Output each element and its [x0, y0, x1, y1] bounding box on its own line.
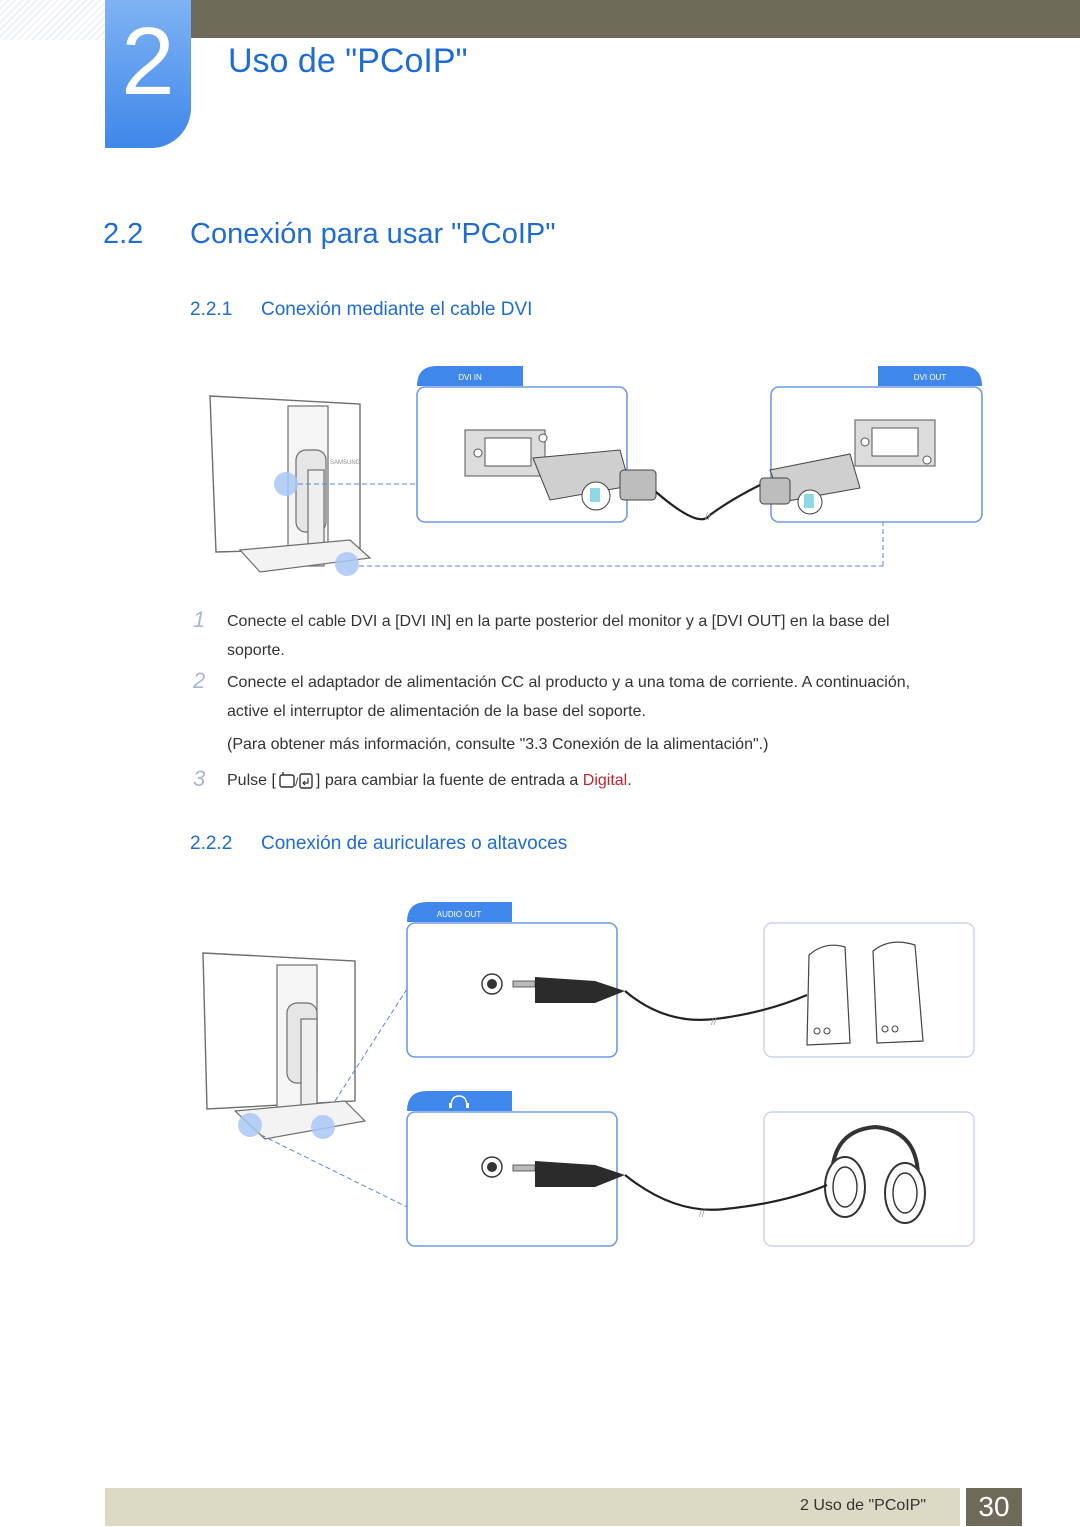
- dvi-connection-diagram: SAMSUNG DVI IN DVI OUT //: [209, 366, 983, 576]
- step-number-1: 1: [193, 607, 206, 632]
- monitor-back-illustration: SAMSUNG: [209, 395, 372, 576]
- chapter-number-tab: 2: [105, 0, 191, 148]
- audio-jack-plug-2: [481, 1156, 625, 1187]
- dvi-out-port-illustration: [759, 419, 936, 515]
- step-number-2: 2: [193, 668, 206, 693]
- audio-out-label: AUDIO OUT: [437, 910, 482, 919]
- step-text-3: Pulse [ / ] para cambiar la fuente de en…: [227, 771, 632, 789]
- dvi-out-label: DVI OUT: [914, 373, 947, 382]
- section-number: 2.2: [103, 218, 144, 250]
- step-note: (Para obtener más información, consulte …: [227, 736, 769, 753]
- subsection-title-audio: Conexión de auriculares o altavoces: [261, 833, 568, 854]
- header-bar: [190, 0, 1080, 38]
- footer-bar: [105, 1488, 960, 1526]
- svg-text:SAMSUNG: SAMSUNG: [330, 460, 361, 466]
- step-text-2: Conecte el adaptador de alimentación CC …: [227, 674, 911, 720]
- subsection-title-dvi: Conexión mediante el cable DVI: [261, 299, 533, 320]
- subsection-number-audio: 2.2.2: [190, 833, 233, 854]
- source-enter-key-icon: /: [279, 771, 313, 789]
- section-title: Conexión para usar "PCoIP": [190, 218, 556, 250]
- subsection-number-dvi: 2.2.1: [190, 299, 233, 320]
- audio-jack-plug-1: [481, 973, 625, 1003]
- svg-text://: //: [705, 512, 711, 523]
- headphones-illustration: [824, 1124, 926, 1224]
- page-number: 30: [966, 1488, 1022, 1526]
- chapter-title: Uso de "PCoIP": [228, 42, 468, 80]
- dvi-in-port-illustration: [464, 429, 657, 511]
- headphone-icon: [449, 1095, 469, 1108]
- header-hatch-decoration: [0, 0, 105, 40]
- monitor-back-illustration-2: [202, 952, 367, 1140]
- footer-chapter-label: 2 Uso de "PCoIP": [800, 1497, 927, 1514]
- speakers-illustration: [806, 941, 924, 1046]
- audio-connection-diagram: AUDIO OUT // //: [202, 902, 975, 1247]
- step-text-1: Conecte el cable DVI a [DVI IN] en la pa…: [227, 613, 890, 659]
- svg-text:/: /: [295, 775, 299, 789]
- dvi-in-label: DVI IN: [458, 373, 482, 382]
- svg-text://: //: [699, 1209, 705, 1220]
- svg-text://: //: [711, 1017, 717, 1028]
- step-number-3: 3: [193, 766, 206, 791]
